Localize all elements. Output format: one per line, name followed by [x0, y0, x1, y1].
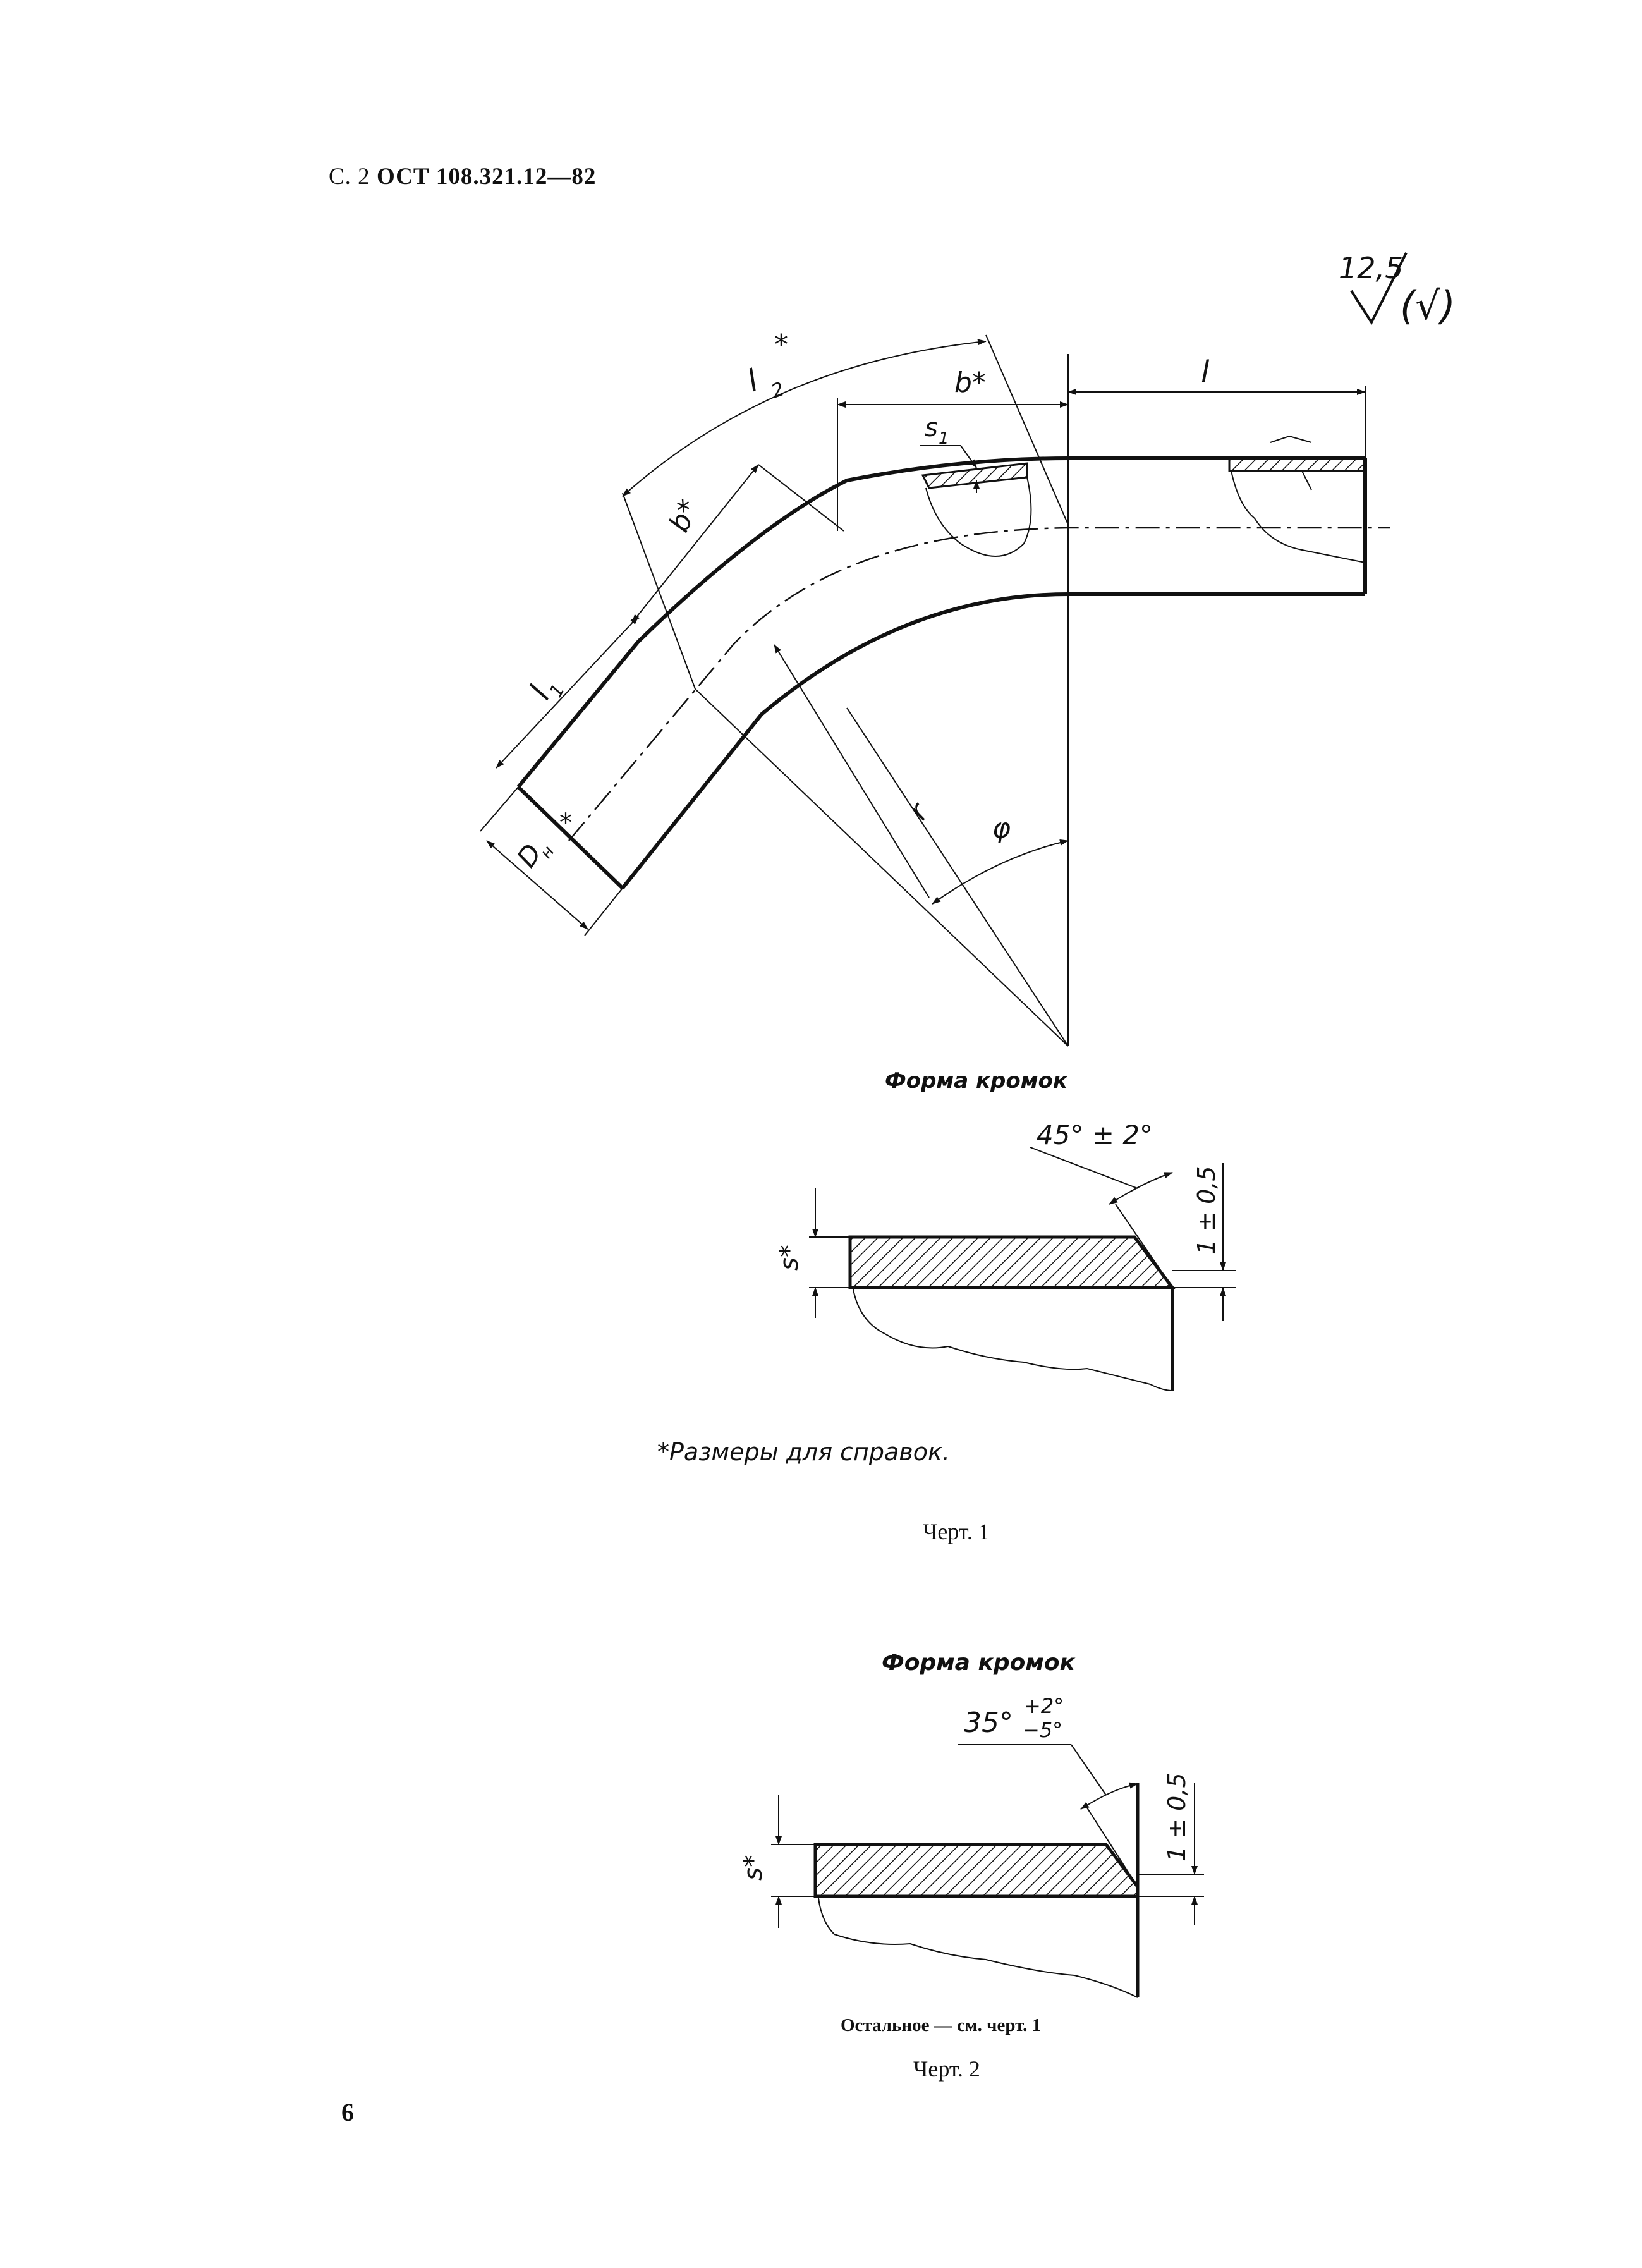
detail2-dim: 1 ± 0,5 — [1163, 1772, 1191, 1862]
label-r: r — [902, 796, 936, 826]
detail2-s-label: s* — [739, 1855, 768, 1881]
drawing1-labels: l 2 * b* l s 1 b* l 1 D н * r φ — [511, 329, 1210, 873]
label-s1-sub: 1 — [939, 429, 949, 448]
roughness-symbol: 12,5 (√) — [1339, 251, 1456, 329]
label-l2: l — [743, 363, 763, 399]
page-header: С. 2 ОСТ 108.321.12—82 — [329, 163, 596, 190]
check-icon — [1350, 252, 1408, 326]
edge-detail-2: s* 1 ± 0,5 35° +2° −5° — [739, 1694, 1204, 1998]
footnote: *Размеры для справок. — [657, 1438, 950, 1466]
roughness-rest-mark: (√) — [1400, 283, 1456, 329]
detail1-title: Форма кромок — [885, 1068, 1067, 1094]
label-l2-sub: 2 — [769, 378, 788, 403]
detail2-title: Форма кромок — [882, 1650, 1075, 1676]
detail1-dim: 1 ± 0,5 — [1193, 1166, 1220, 1255]
caption-2: Черт. 2 — [913, 2056, 980, 2082]
detail2-angle-upper: +2° — [1024, 1694, 1064, 1718]
label-s1: s — [925, 413, 938, 442]
doc-code: ОСТ 108.321.12—82 — [376, 164, 597, 190]
detail2-angle-base: 35° — [964, 1707, 1013, 1739]
label-b-top: b* — [954, 367, 986, 399]
label-l2-star: * — [774, 329, 788, 361]
page-number: 6 — [341, 2098, 354, 2126]
label-phi: φ — [992, 812, 1011, 844]
edge-detail-1: s* 1 ± 0,5 45° ± 2° — [775, 1119, 1236, 1391]
label-dn-star: * — [559, 808, 572, 838]
note-2: Остальное — см. черт. 1 — [841, 2015, 1042, 2035]
detail2-angle-lower: −5° — [1023, 1718, 1062, 1742]
caption-1: Черт. 1 — [923, 1519, 990, 1544]
label-l: l — [1201, 355, 1210, 390]
page-prefix: С. 2 — [329, 164, 370, 190]
label-b-diag: b* — [663, 495, 705, 537]
detail1-angle: 45° ± 2° — [1037, 1119, 1153, 1150]
detail1-s-label: s* — [775, 1245, 804, 1271]
pipe-body — [480, 334, 1390, 1047]
